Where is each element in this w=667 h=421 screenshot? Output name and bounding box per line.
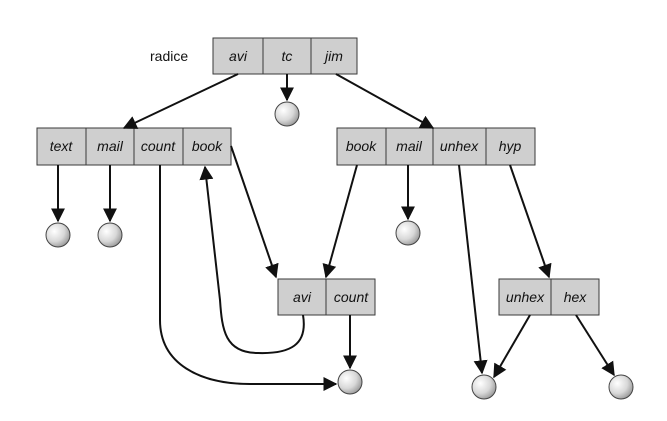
edge-jim-to-jim-dir	[335, 73, 435, 129]
root-label: radice	[150, 48, 188, 64]
edge-book-to-book-dir	[230, 145, 279, 279]
jim-entry-mail: mail	[396, 138, 423, 154]
avi-entry-text: text	[50, 138, 74, 154]
edge-jim-book-to-book-dir	[322, 164, 358, 279]
avi-entry-book: book	[192, 138, 223, 154]
book-cell-avi	[277, 278, 327, 316]
jim-entry-book: book	[346, 138, 377, 154]
hyp-entry-hex: hex	[564, 289, 588, 305]
edge-avi-back-to-avi-dir	[199, 165, 305, 355]
edge-count-to-file	[159, 165, 338, 391]
avi-entry-mail: mail	[97, 138, 124, 154]
jim-cell-hyp	[485, 127, 536, 166]
root-entry-avi: avi	[229, 48, 248, 64]
file-node-mail-left	[97, 222, 123, 248]
book-directory: avi count	[277, 278, 376, 316]
jim-cell-book	[336, 127, 387, 166]
hyp-entry-unhex: unhex	[506, 289, 545, 305]
file-node-unhex	[471, 374, 497, 400]
file-node-hex	[608, 374, 634, 400]
jim-cell-mail	[385, 127, 434, 166]
edge-unhex-to-file	[458, 164, 488, 375]
jim-entry-unhex: unhex	[440, 138, 479, 154]
file-node-mail-right	[395, 220, 421, 246]
file-node-tc	[274, 101, 300, 127]
book-entry-avi: avi	[293, 289, 312, 305]
jim-directory: book mail unhex hyp	[336, 127, 536, 166]
jim-entry-hyp: hyp	[499, 138, 522, 154]
jim-cell-unhex	[432, 127, 487, 166]
root-cell-tc	[262, 37, 312, 75]
root-cell-avi	[212, 37, 264, 75]
root-directory: avi tc jim	[212, 37, 358, 75]
hyp-cell-unhex	[498, 278, 552, 316]
avi-directory: text mail count book	[36, 127, 232, 166]
file-nodes	[45, 101, 634, 400]
edge-hyp-unhex-to-file	[493, 314, 531, 379]
hyp-directory: unhex hex	[498, 278, 600, 316]
hyp-cell-hex	[550, 278, 600, 316]
root-entry-tc: tc	[282, 48, 293, 64]
avi-entry-count: count	[141, 138, 176, 154]
avi-cell-book	[182, 127, 232, 166]
root-cell-jim	[310, 37, 358, 75]
root-entry-jim: jim	[323, 48, 343, 64]
file-node-text	[45, 222, 71, 248]
book-entry-count: count	[334, 289, 369, 305]
edge-hex-to-file	[575, 314, 615, 377]
edge-hyp-to-hyp-dir	[509, 164, 552, 279]
file-node-count	[337, 369, 363, 395]
avi-cell-count	[133, 127, 184, 166]
edge-avi-to-avi-dir	[122, 73, 239, 129]
edges	[51, 73, 615, 391]
